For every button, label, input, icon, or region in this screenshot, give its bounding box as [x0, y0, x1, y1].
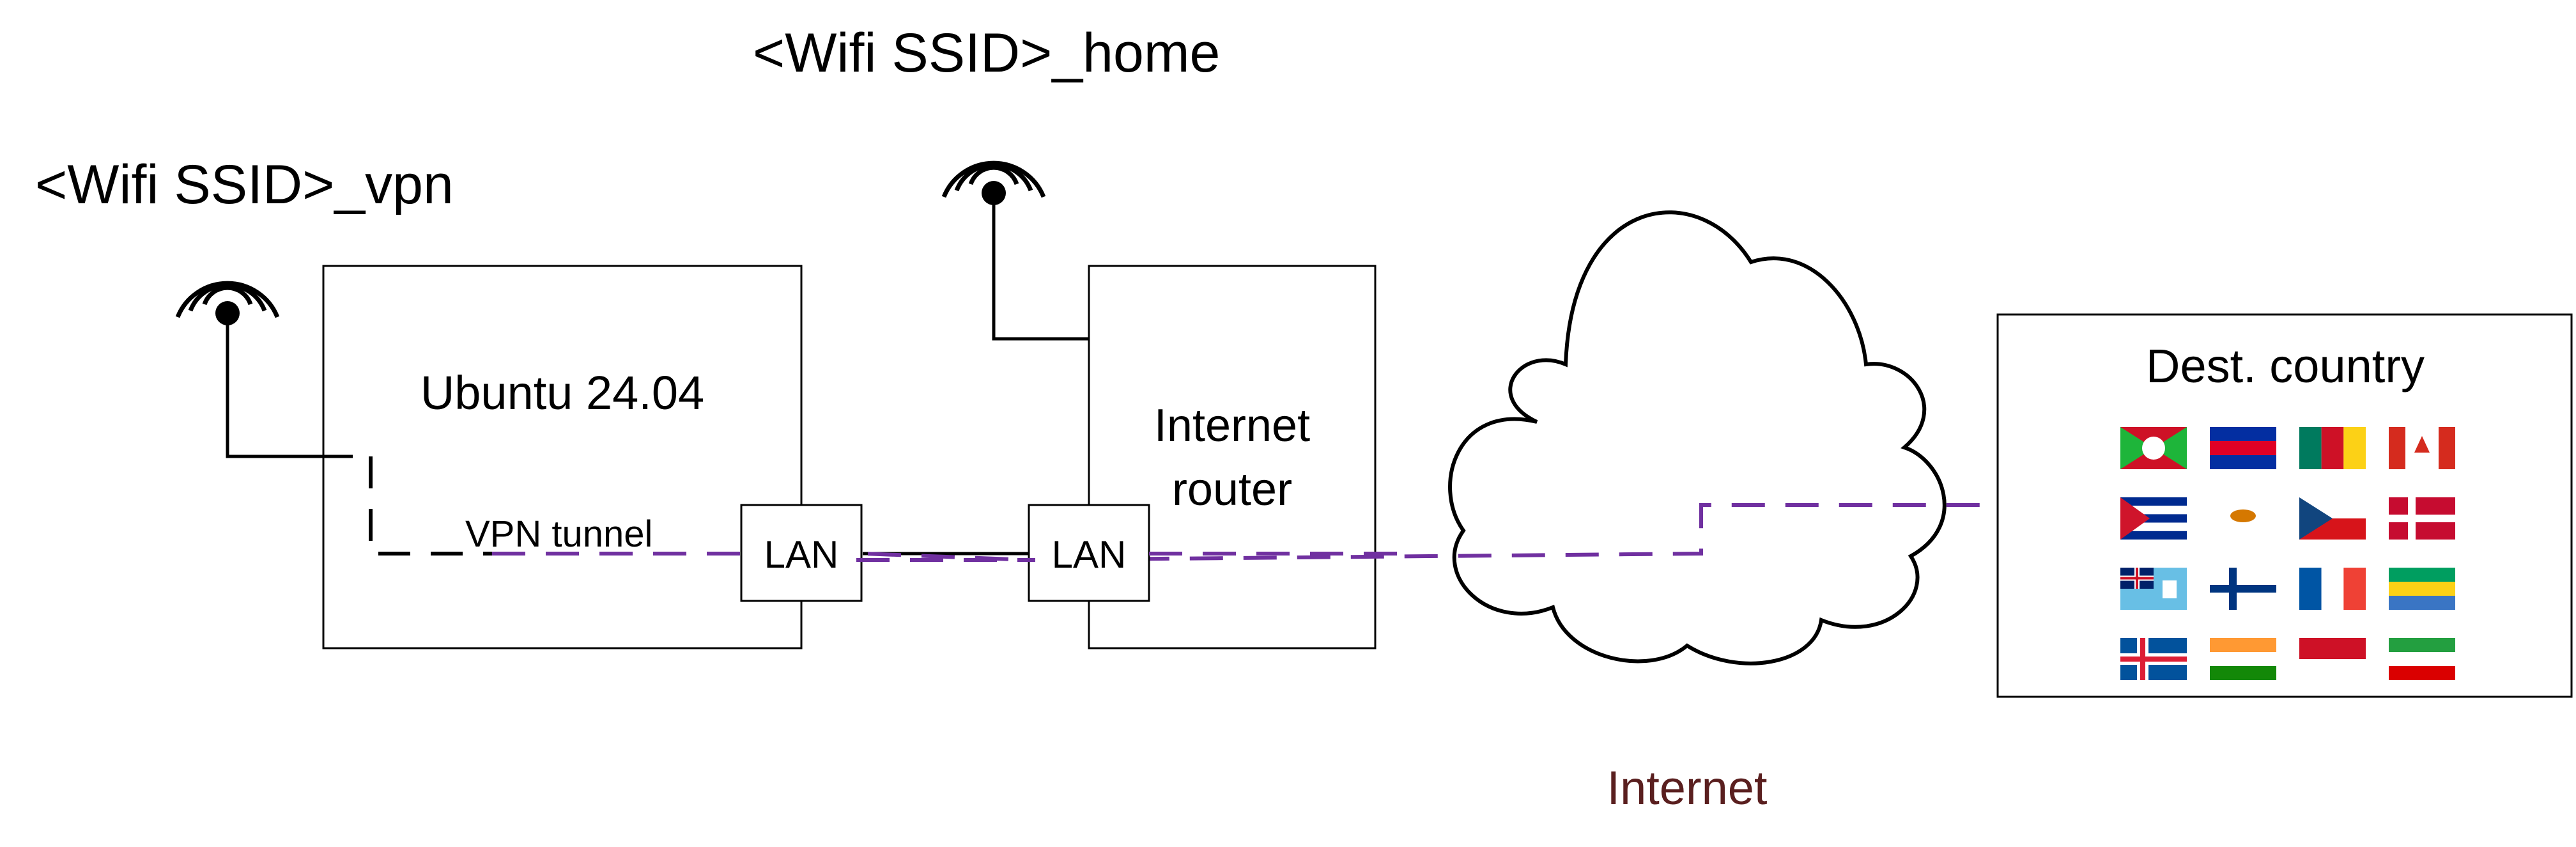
- vpn-tunnel-line: [492, 503, 1998, 563]
- lan-box-ubuntu: [740, 504, 863, 602]
- flag-gabon: [2389, 568, 2455, 610]
- router-antenna-wire: [992, 193, 1089, 341]
- flag-india: [2210, 638, 2276, 680]
- router-label-line2: router: [1172, 464, 1292, 515]
- lan-box-router: [1028, 504, 1150, 602]
- flag-finland: [2210, 568, 2276, 610]
- ubuntu-antenna-wire: [226, 313, 353, 458]
- dest-country-label: Dest. country: [2146, 339, 2425, 392]
- flag-canada: [2389, 427, 2455, 469]
- ubuntu-label: Ubuntu 24.04: [420, 366, 704, 419]
- flag-fiji: [2120, 568, 2187, 610]
- dest-country-box: [1996, 313, 2573, 698]
- flag-cameroon: [2299, 427, 2366, 469]
- internet-cloud: [1448, 210, 1947, 665]
- lan-label-ubuntu: LAN: [764, 533, 839, 576]
- vpn-tunnel-label: VPN tunnel: [465, 513, 652, 555]
- wifi-icon-vpn: [175, 281, 280, 325]
- flag-burundi: [2120, 427, 2187, 469]
- flag-czech-republic: [2299, 497, 2366, 540]
- flag-iceland: [2120, 638, 2187, 680]
- lan-label-router: LAN: [1052, 533, 1127, 576]
- flag-cuba: [2120, 497, 2187, 540]
- ubuntu-dashed-path: [369, 456, 492, 556]
- flag-grid: [2120, 427, 2455, 680]
- flag-denmark: [2389, 497, 2455, 540]
- wifi-icon-home: [941, 160, 1046, 205]
- router-label-line1: Internet: [1154, 400, 1310, 451]
- flag-france: [2299, 568, 2366, 610]
- flag-iran: [2389, 638, 2455, 680]
- internet-label: Internet: [1607, 761, 1768, 814]
- flag-cyprus: [2210, 497, 2276, 540]
- flag-cambodia: [2210, 427, 2276, 469]
- flag-indonesia: [2299, 638, 2366, 680]
- ssid-vpn-label: <Wifi SSID>_vpn: [35, 154, 454, 215]
- ubuntu-box: [322, 265, 803, 649]
- ssid-home-label: <Wifi SSID>_home: [753, 22, 1220, 84]
